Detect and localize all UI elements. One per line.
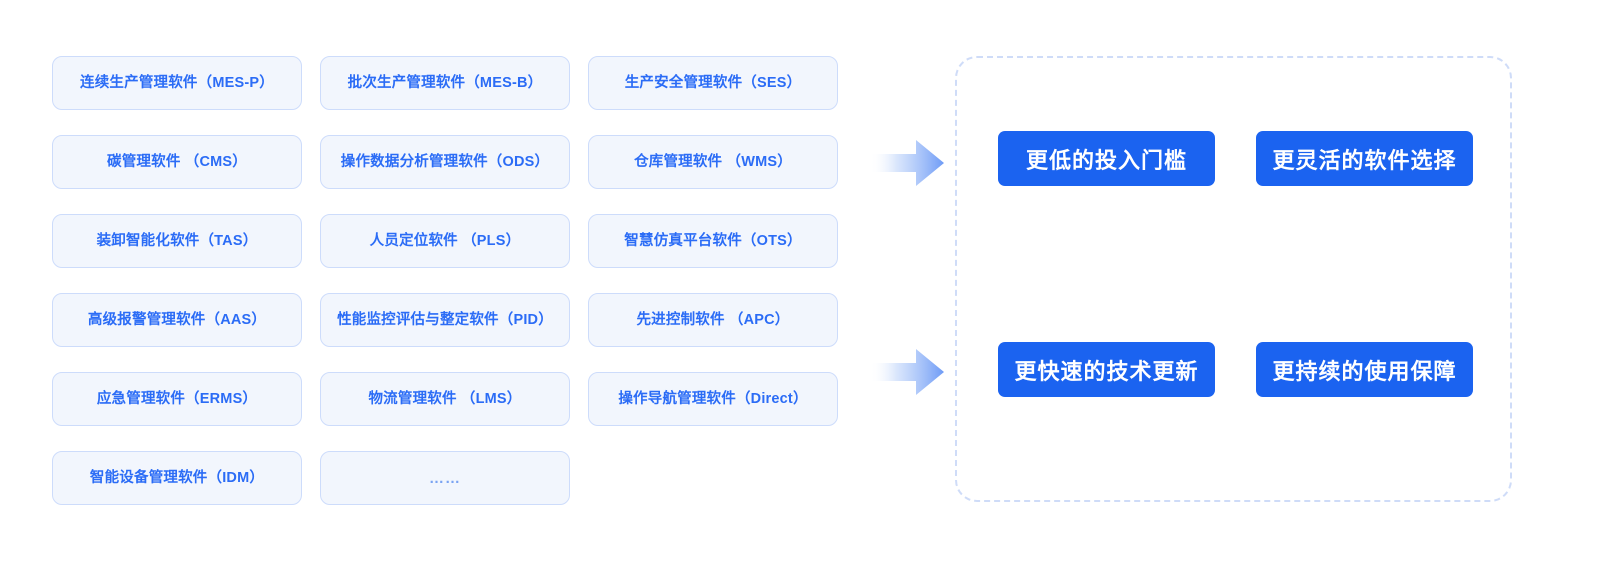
software-card-label: 智慧仿真平台软件（OTS） xyxy=(624,232,802,249)
software-card-label: 智能设备管理软件（IDM） xyxy=(89,469,265,486)
software-card[interactable]: 智能设备管理软件（IDM） xyxy=(52,451,302,505)
software-card[interactable]: 先进控制软件 （APC） xyxy=(588,293,838,347)
software-card-label: 仓库管理软件 （WMS） xyxy=(634,153,792,170)
software-card[interactable]: 生产安全管理软件（SES） xyxy=(588,56,838,110)
software-card-more[interactable]: …… xyxy=(320,451,570,505)
software-card[interactable]: 仓库管理软件 （WMS） xyxy=(588,135,838,189)
software-card[interactable]: 智慧仿真平台软件（OTS） xyxy=(588,214,838,268)
software-card-label: 应急管理软件（ERMS） xyxy=(96,390,258,407)
software-card-grid: 连续生产管理软件（MES-P） 批次生产管理软件（MES-B） 生产安全管理软件… xyxy=(52,56,838,505)
software-card[interactable]: 高级报警管理软件（AAS） xyxy=(52,293,302,347)
software-card[interactable]: 连续生产管理软件（MES-P） xyxy=(52,56,302,110)
software-card[interactable]: 操作数据分析管理软件（ODS） xyxy=(320,135,570,189)
software-card-label: 高级报警管理软件（AAS） xyxy=(87,311,267,328)
arrow-right-icon xyxy=(870,349,944,395)
software-card-placeholder xyxy=(588,451,838,505)
software-card-label: 操作导航管理软件（Direct） xyxy=(618,390,808,407)
benefit-badge-label: 更灵活的软件选择 xyxy=(1272,147,1457,173)
software-card-label: 先进控制软件 （APC） xyxy=(636,311,790,328)
software-card-label: 批次生产管理软件（MES-B） xyxy=(347,74,543,91)
benefit-badge-label: 更快速的技术更新 xyxy=(1014,358,1199,384)
software-card-label: 生产安全管理软件（SES） xyxy=(624,74,802,91)
benefit-badge[interactable]: 更快速的技术更新 xyxy=(998,342,1215,397)
software-card-label: 人员定位软件 （PLS） xyxy=(369,232,521,249)
benefit-badge[interactable]: 更持续的使用保障 xyxy=(1256,342,1473,397)
software-card-label: 连续生产管理软件（MES-P） xyxy=(80,74,274,91)
benefits-panel xyxy=(955,56,1512,502)
software-card[interactable]: 操作导航管理软件（Direct） xyxy=(588,372,838,426)
software-card[interactable]: 应急管理软件（ERMS） xyxy=(52,372,302,426)
benefit-badge[interactable]: 更低的投入门槛 xyxy=(998,131,1215,186)
software-card-label: …… xyxy=(429,469,461,487)
software-card[interactable]: 人员定位软件 （PLS） xyxy=(320,214,570,268)
software-card[interactable]: 装卸智能化软件（TAS） xyxy=(52,214,302,268)
benefit-badge[interactable]: 更灵活的软件选择 xyxy=(1256,131,1473,186)
software-card-label: 性能监控评估与整定软件（PID） xyxy=(337,311,553,328)
benefit-badge-label: 更低的投入门槛 xyxy=(1025,147,1187,173)
software-card[interactable]: 性能监控评估与整定软件（PID） xyxy=(320,293,570,347)
software-card[interactable]: 批次生产管理软件（MES-B） xyxy=(320,56,570,110)
software-card-label: 操作数据分析管理软件（ODS） xyxy=(340,153,550,170)
software-card-label: 碳管理软件 （CMS） xyxy=(107,153,247,170)
software-card[interactable]: 碳管理软件 （CMS） xyxy=(52,135,302,189)
software-card-label: 物流管理软件 （LMS） xyxy=(368,390,522,407)
software-card-label: 装卸智能化软件（TAS） xyxy=(96,232,258,249)
benefit-badge-label: 更持续的使用保障 xyxy=(1272,358,1457,384)
arrow-right-icon xyxy=(870,140,944,186)
software-card[interactable]: 物流管理软件 （LMS） xyxy=(320,372,570,426)
